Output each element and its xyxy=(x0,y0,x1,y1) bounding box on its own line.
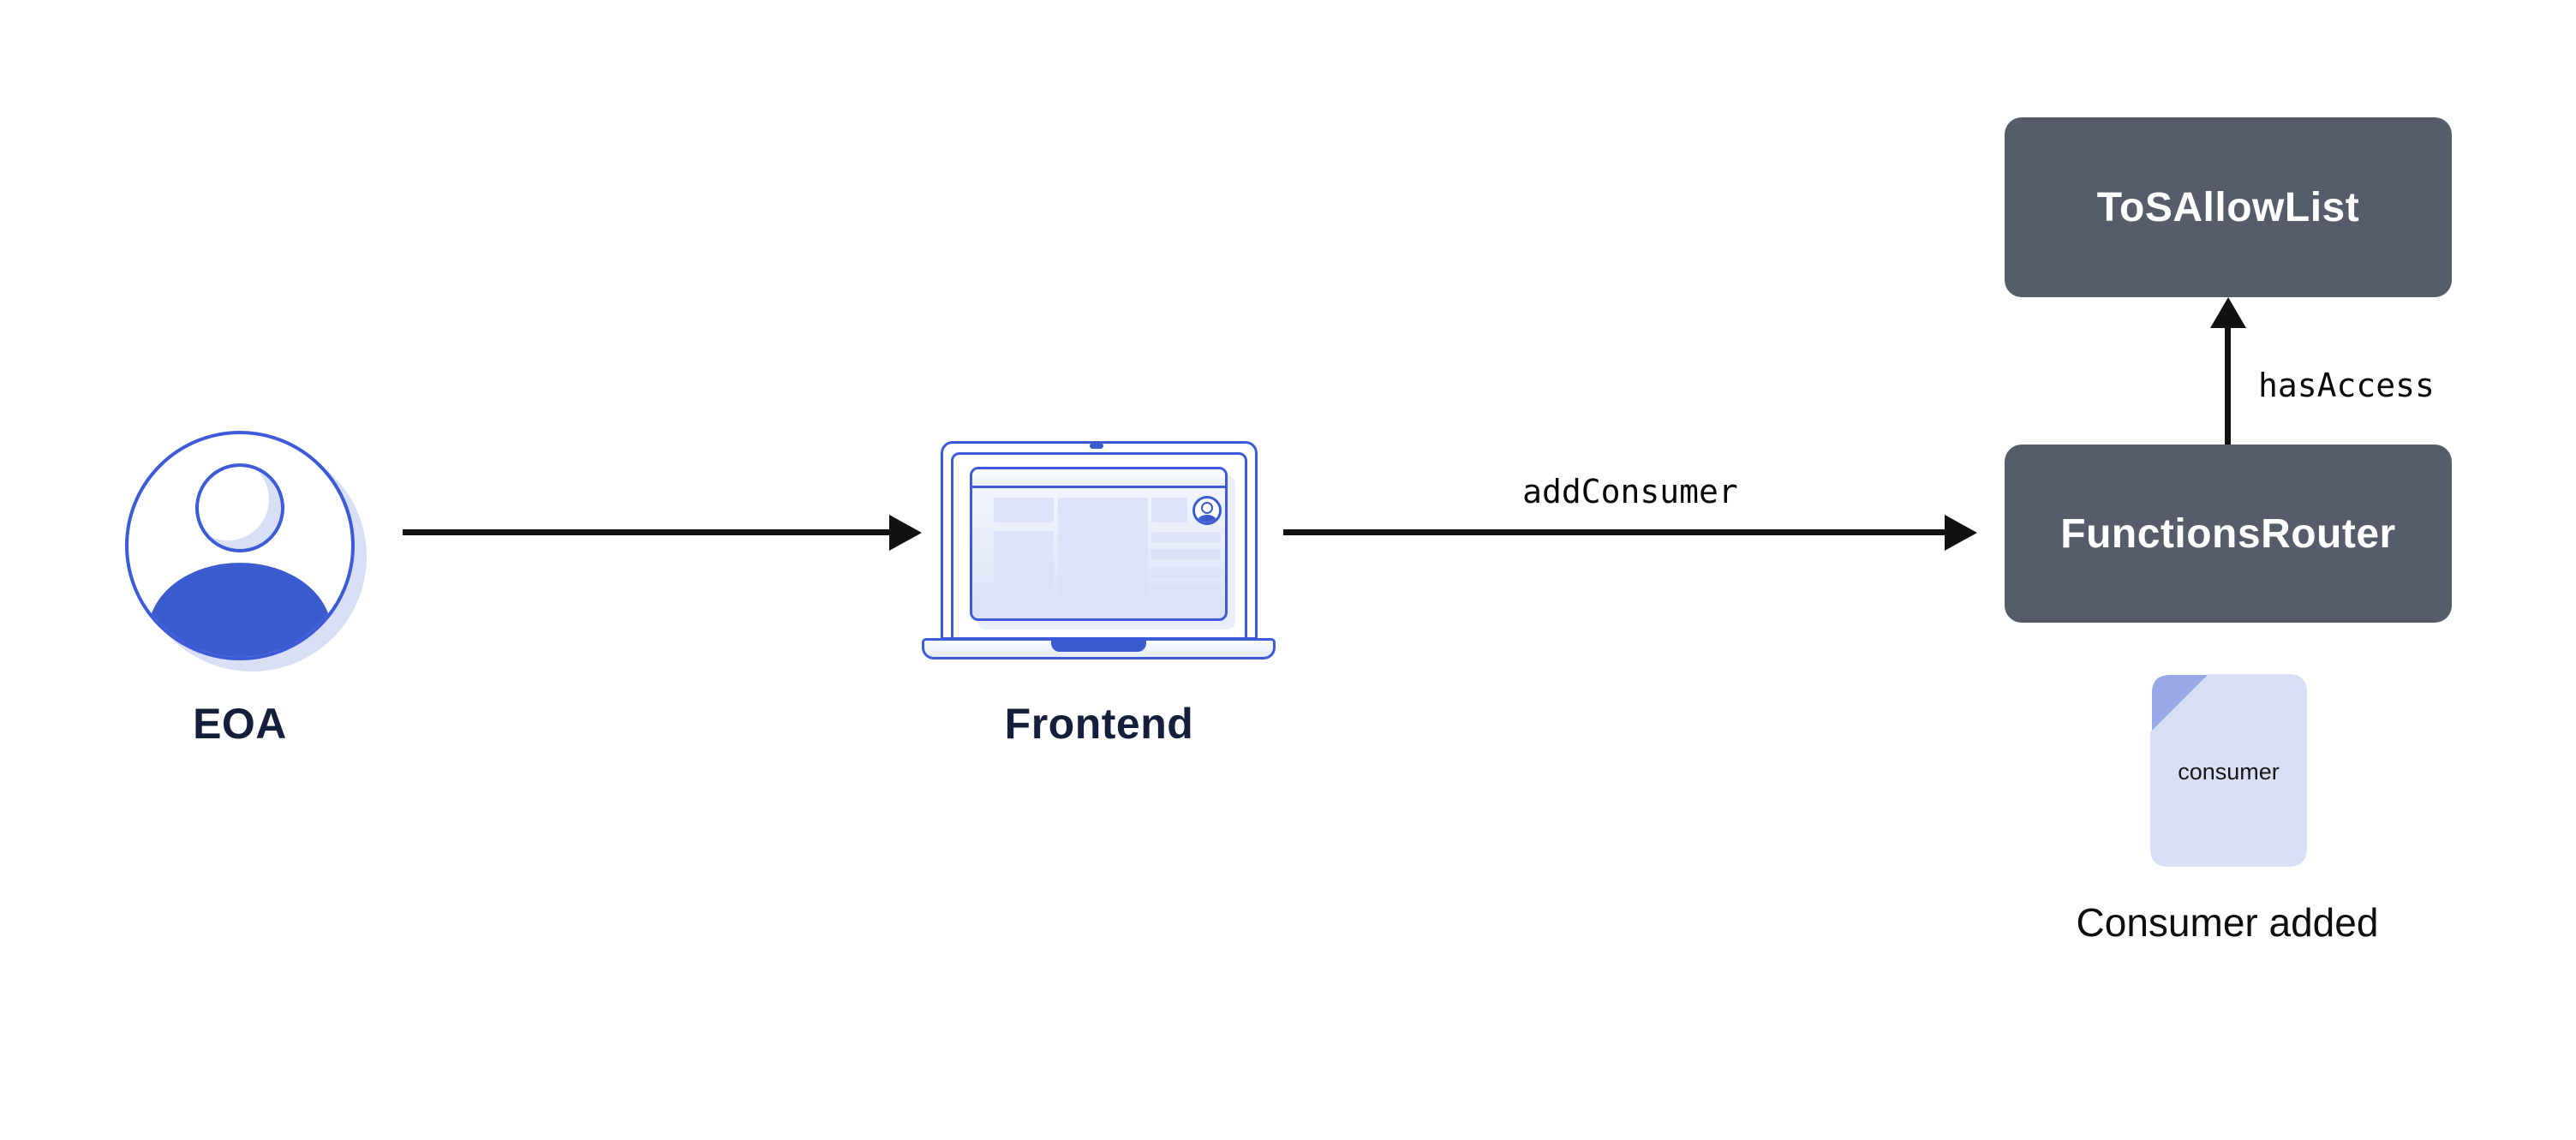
arrow-frontend-to-router-line xyxy=(1283,529,1945,535)
text-line-block xyxy=(1151,584,1221,594)
profile-avatar-icon xyxy=(1192,496,1222,525)
profile-avatar-shoulders xyxy=(1197,515,1217,522)
arrow-router-to-tos-head-icon xyxy=(2210,297,2246,328)
hasaccess-edge-label: hasAccess xyxy=(2258,367,2435,404)
user-avatar-icon xyxy=(125,431,355,660)
text-line-block xyxy=(1151,601,1221,612)
text-line-block xyxy=(1151,532,1221,542)
functions-router-label: FunctionsRouter xyxy=(2060,510,2396,557)
arrow-router-to-tos-line xyxy=(2225,325,2231,445)
tos-allow-list-label: ToSAllowList xyxy=(2096,184,2360,230)
functions-router-box: FunctionsRouter xyxy=(2005,445,2452,623)
consumer-file-label: consumer xyxy=(2178,759,2280,785)
content-block xyxy=(994,531,1054,611)
arrow-eoa-to-frontend-line xyxy=(403,529,891,535)
eoa-label: EOA xyxy=(193,700,287,748)
content-block xyxy=(1058,498,1148,611)
consumer-added-label: Consumer added xyxy=(2076,900,2379,945)
browser-window-icon xyxy=(970,467,1228,621)
laptop-notch xyxy=(1051,641,1146,652)
arrow-eoa-to-frontend-head-icon xyxy=(889,515,922,551)
arrow-frontend-to-router-head-icon xyxy=(1945,515,1977,551)
addconsumer-edge-label: addConsumer xyxy=(1522,473,1738,510)
tos-allow-list-box: ToSAllowList xyxy=(2005,117,2452,297)
avatar-head xyxy=(195,463,284,552)
document-icon xyxy=(2150,674,2307,867)
text-line-block xyxy=(1151,567,1221,577)
browser-topbar xyxy=(972,469,1225,488)
profile-avatar-head xyxy=(1201,502,1213,514)
content-block xyxy=(994,498,1054,522)
frontend-label: Frontend xyxy=(1004,700,1194,748)
content-block xyxy=(1151,498,1187,522)
text-line-block xyxy=(1151,549,1221,559)
laptop-webcam-icon xyxy=(1090,443,1103,449)
avatar-shoulders xyxy=(148,563,332,657)
